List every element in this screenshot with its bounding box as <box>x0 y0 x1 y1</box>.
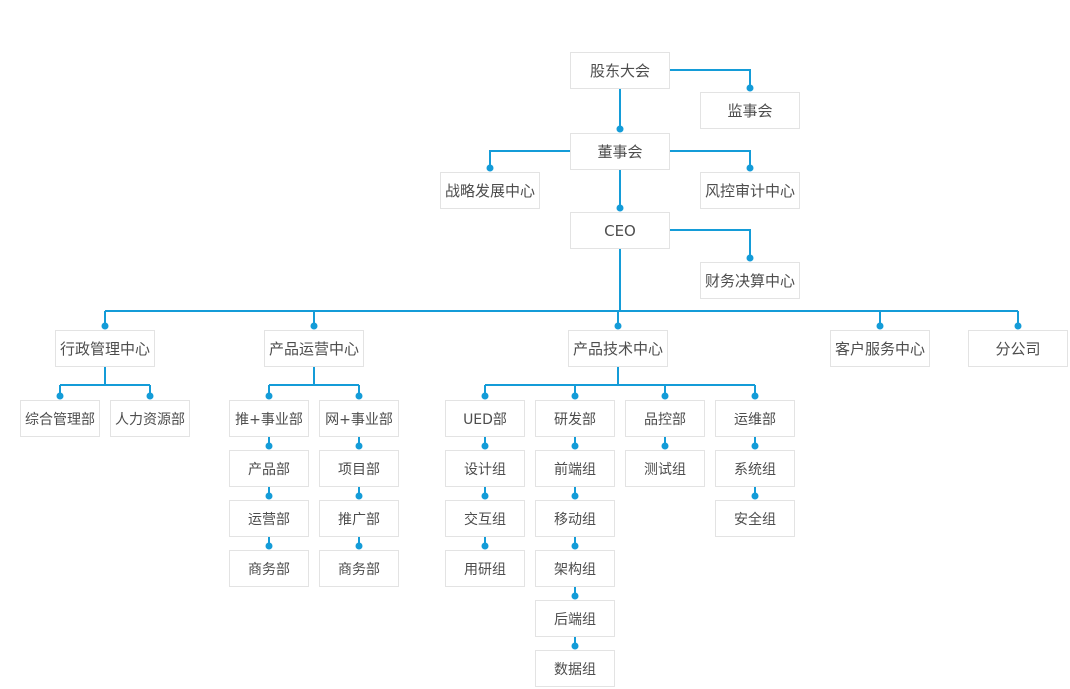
connector-dots <box>56 84 1022 650</box>
org-node-supervisory-board: 监事会 <box>700 92 800 129</box>
org-node-tui-business-unit: 推+事业部 <box>229 400 309 437</box>
org-node-backend-group: 后端组 <box>535 600 615 637</box>
org-node-operations-dept: 运营部 <box>229 500 309 537</box>
org-node-rd-dept: 研发部 <box>535 400 615 437</box>
org-node-ceo: CEO <box>570 212 670 249</box>
org-node-business-dept-1: 商务部 <box>229 550 309 587</box>
org-node-admin-center: 行政管理中心 <box>55 330 155 367</box>
org-node-hr-dept: 人力资源部 <box>110 400 190 437</box>
org-node-data-group: 数据组 <box>535 650 615 687</box>
org-node-devops-dept: 运维部 <box>715 400 795 437</box>
org-node-finance-center: 财务决算中心 <box>700 262 800 299</box>
org-node-security-group: 安全组 <box>715 500 795 537</box>
org-node-mobile-group: 移动组 <box>535 500 615 537</box>
org-node-architecture-group: 架构组 <box>535 550 615 587</box>
org-node-customer-service-center: 客户服务中心 <box>830 330 930 367</box>
org-node-testing-group: 测试组 <box>625 450 705 487</box>
org-node-shareholders-meeting: 股东大会 <box>570 52 670 89</box>
org-node-interaction-group: 交互组 <box>445 500 525 537</box>
org-node-ued-dept: UED部 <box>445 400 525 437</box>
org-node-business-dept-2: 商务部 <box>319 550 399 587</box>
org-node-design-group: 设计组 <box>445 450 525 487</box>
org-node-board-of-directors: 董事会 <box>570 133 670 170</box>
org-node-promotion-dept: 推广部 <box>319 500 399 537</box>
org-node-wang-business-unit: 网+事业部 <box>319 400 399 437</box>
org-node-qc-dept: 品控部 <box>625 400 705 437</box>
org-node-user-research-group: 用研组 <box>445 550 525 587</box>
org-node-strategy-center: 战略发展中心 <box>440 172 540 209</box>
org-node-product-tech-center: 产品技术中心 <box>568 330 668 367</box>
org-node-product-ops-center: 产品运营中心 <box>264 330 364 367</box>
org-node-frontend-group: 前端组 <box>535 450 615 487</box>
org-node-general-management-dept: 综合管理部 <box>20 400 100 437</box>
org-node-branch-company: 分公司 <box>968 330 1068 367</box>
org-node-project-dept: 项目部 <box>319 450 399 487</box>
org-node-system-group: 系统组 <box>715 450 795 487</box>
org-node-product-dept: 产品部 <box>229 450 309 487</box>
org-node-risk-audit-center: 风控审计中心 <box>700 172 800 209</box>
